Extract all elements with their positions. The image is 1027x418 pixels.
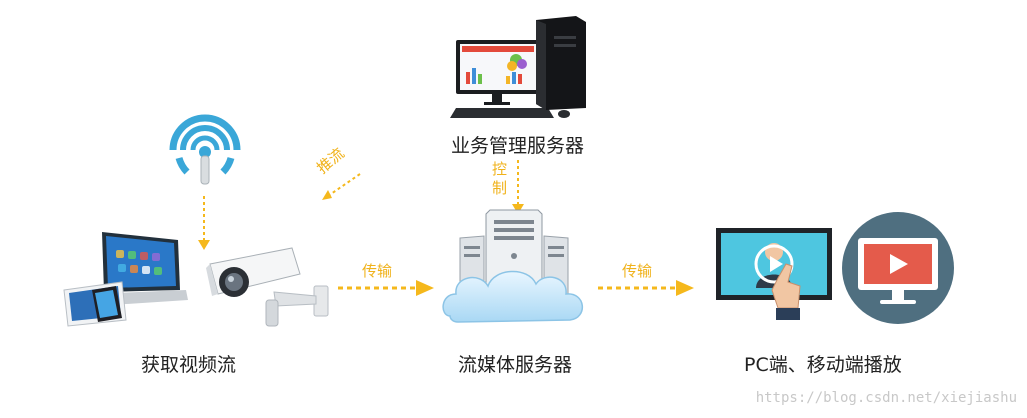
video-source-label: 获取视频流 (141, 354, 237, 376)
transfer-label-right: 传输 (622, 262, 653, 280)
management-server-label: 业务管理服务器 (451, 135, 585, 157)
transfer-label-left: 传输 (362, 262, 393, 280)
watermark-url: https://blog.csdn.net/xiejiashu (755, 390, 1017, 406)
management-server-illustration (450, 16, 586, 118)
wireless-signal-icon (169, 114, 241, 185)
push-stream-arrow (322, 173, 361, 200)
streaming-server-illustration (442, 209, 584, 323)
server-to-client-arrow (598, 280, 694, 296)
video-screen-illustration (716, 228, 832, 320)
management-to-server-arrow (512, 160, 524, 214)
wireless-to-camera-arrow (198, 196, 210, 250)
devices-illustration (63, 232, 188, 327)
client-playback-label: PC端、移动端播放 (744, 354, 902, 376)
streaming-server-label: 流媒体服务器 (458, 354, 573, 376)
monitor-playback-icon (842, 212, 954, 324)
source-to-server-arrow (338, 280, 434, 296)
control-label-char-2: 制 (492, 179, 508, 197)
control-label-char-1: 控 (492, 160, 508, 178)
security-camera-illustration (206, 247, 329, 327)
